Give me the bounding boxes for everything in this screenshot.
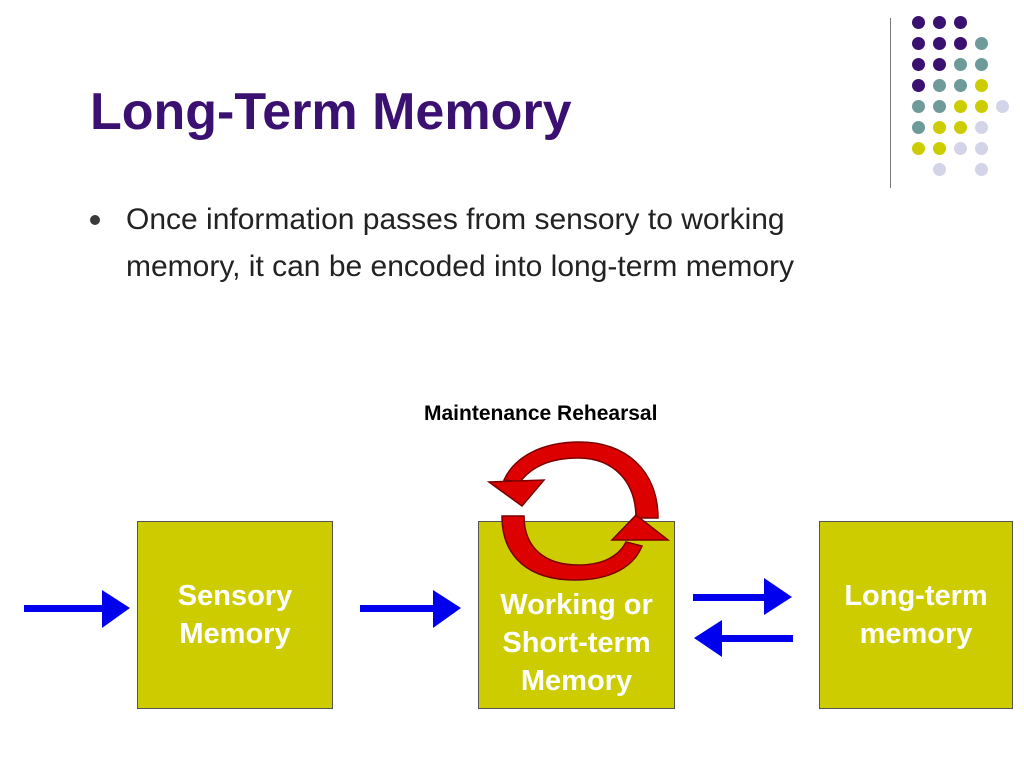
decorative-dot (954, 121, 967, 134)
decorative-dot (933, 121, 946, 134)
slide-title: Long-Term Memory (90, 83, 572, 141)
bullet-icon (90, 215, 100, 225)
decorative-dot (912, 58, 925, 71)
decorative-dot (975, 163, 988, 176)
decorative-dot (975, 142, 988, 155)
decorative-dot (933, 163, 946, 176)
working-memory-label: Working or Short-term Memory (500, 589, 653, 697)
decorative-dot (975, 37, 988, 50)
decorative-divider (890, 18, 891, 188)
decorative-dot (933, 37, 946, 50)
input-right-arrow-icon (24, 590, 130, 628)
decorative-dot (975, 79, 988, 92)
decorative-dot (933, 100, 946, 113)
sensory-memory-box: Sensory Memory (137, 521, 333, 709)
decorative-dot (933, 142, 946, 155)
decorative-dot (954, 79, 967, 92)
decorative-dot (912, 100, 925, 113)
sensory-to-working-arrow-icon (360, 590, 461, 628)
sensory-memory-label: Sensory Memory (177, 580, 293, 650)
decorative-dot (912, 37, 925, 50)
encode-right-arrow-icon (693, 578, 792, 615)
decorative-dot (954, 16, 967, 29)
decorative-dot (975, 121, 988, 134)
decorative-dot (954, 58, 967, 71)
decorative-dot (954, 37, 967, 50)
maintenance-rehearsal-label: Maintenance Rehearsal (424, 402, 658, 425)
decorative-dot (912, 121, 925, 134)
long-term-memory-box: Long-term memory (819, 521, 1013, 709)
decorative-dot (975, 58, 988, 71)
decorative-dot (975, 100, 988, 113)
decorative-dot (954, 142, 967, 155)
decorative-dot (912, 79, 925, 92)
decorative-dot (912, 142, 925, 155)
decorative-dot (954, 100, 967, 113)
decorative-dot (933, 16, 946, 29)
decorative-dot (933, 79, 946, 92)
decorative-dot (996, 100, 1009, 113)
working-memory-box: Working or Short-term Memory (478, 521, 675, 709)
bullet-text: Once information passes from sensory to … (126, 203, 795, 283)
long-term-memory-label: Long-term memory (844, 580, 988, 650)
retrieve-left-arrow-icon (694, 620, 793, 657)
decorative-dot (933, 58, 946, 71)
decorative-dot (912, 16, 925, 29)
